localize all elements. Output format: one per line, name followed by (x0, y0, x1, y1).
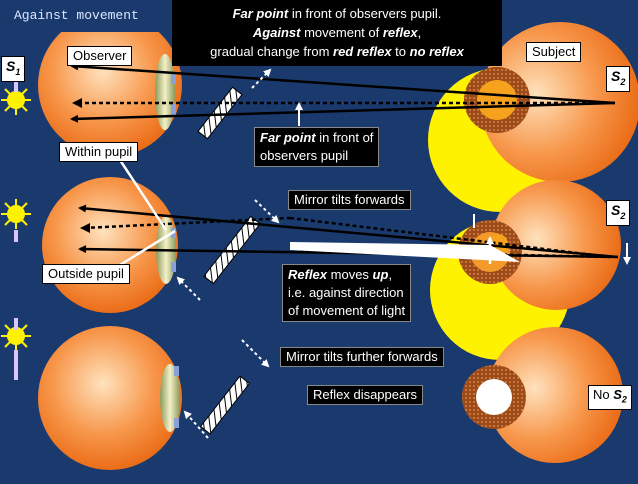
light-source-stem-2 (14, 230, 18, 242)
top-note-text: gradual change from (210, 44, 334, 59)
outside-pupil-label: Outside pupil (42, 264, 130, 284)
top-note-bold-far-point: Far point (232, 6, 289, 21)
mirror-tilts-forwards-label: Mirror tilts forwards (288, 190, 411, 210)
far-point-bold: Far point (260, 130, 316, 145)
reflex-moves-line-1: Reflex moves up, (288, 266, 405, 284)
s-letter: S (611, 202, 621, 218)
top-note-text: to (391, 44, 410, 59)
s-subscript: 2 (620, 76, 626, 87)
top-note-text: , (417, 25, 422, 40)
row3-mirror (199, 375, 251, 435)
top-note-bold-reflex: reflex (382, 25, 418, 40)
top-note-bold-red-reflex: red reflex (333, 44, 392, 59)
reflex-text: , (388, 267, 393, 282)
no-prefix-text: No (593, 387, 614, 402)
reflex-moves-line-3: of movement of light (288, 303, 406, 318)
light-source-stem-4 (14, 350, 18, 380)
light-source-icon-1 (1, 85, 31, 115)
no-s2-label: No S2 (588, 385, 632, 410)
reflex-text: moves (327, 267, 373, 282)
top-note-line-1: Far point in front of observers pupil. (172, 4, 502, 23)
s2-symbol-row1: S2 (606, 66, 631, 92)
row2-observer-eye (42, 177, 178, 313)
light-source-stem-3 (14, 318, 18, 330)
row3-light-arrow (241, 339, 270, 368)
reflex-bold-up: up (372, 267, 389, 282)
top-note-text: movement of (300, 25, 383, 40)
s-subscript: 1 (15, 66, 21, 77)
within-pupil-pointer (118, 159, 168, 231)
mirror-tilts-further-label: Mirror tilts further forwards (280, 347, 444, 367)
row2-light-arrow-2 (176, 276, 201, 301)
s1-symbol: S1 (1, 56, 26, 82)
row1-subject-eye (464, 22, 638, 182)
slide-title: Against movement (0, 0, 172, 32)
row1-mirror (197, 86, 243, 140)
row1-observer-eye (38, 13, 182, 157)
top-note-line-2: Against movement of reflex, (172, 23, 502, 42)
top-note-bold-against: Against (252, 25, 301, 40)
subject-label: Subject (526, 42, 582, 62)
top-note-bold-no-reflex: no reflex (409, 44, 464, 59)
s-letter: S (6, 58, 16, 74)
light-source-icon-2 (1, 199, 31, 229)
far-point-note: Far point in front of observers pupil (254, 127, 380, 167)
observer-label: Observer (67, 46, 133, 66)
row1-light-arrow (251, 68, 272, 89)
outside-pupil-pointer (119, 229, 176, 267)
row3-subject-eye (462, 327, 623, 463)
reflex-moves-line-2: i.e. against direction (288, 285, 404, 300)
row3-observer-eye (38, 326, 182, 470)
reflex-bold: Reflex (288, 267, 328, 282)
s-subscript: 2 (621, 394, 627, 405)
s2-symbol-row2: S2 (606, 200, 631, 226)
far-point-note-line-1: Far point in front of (260, 129, 373, 147)
far-point-note-line-2: observers pupil (260, 148, 349, 163)
far-point-text: in front of (315, 130, 374, 145)
light-source-stem-1 (14, 80, 18, 92)
row1-rays (70, 62, 616, 123)
s-letter: S (613, 387, 622, 402)
s-letter: S (611, 68, 621, 84)
light-source-icon-3 (1, 321, 31, 351)
reflex-moves-note: Reflex moves up, i.e. against direction … (282, 264, 412, 322)
reflex-disappears-label: Reflex disappears (307, 385, 424, 405)
top-note-text: in front of observers pupil. (288, 6, 442, 21)
row2-light-arrow (254, 199, 280, 224)
s-subscript: 2 (620, 210, 626, 221)
top-note-line-3: gradual change from red reflex to no ref… (172, 42, 502, 61)
row2-reflex-wedge (290, 242, 520, 262)
top-note: Far point in front of observers pupil. A… (172, 0, 502, 66)
within-pupil-label: Within pupil (59, 142, 139, 162)
